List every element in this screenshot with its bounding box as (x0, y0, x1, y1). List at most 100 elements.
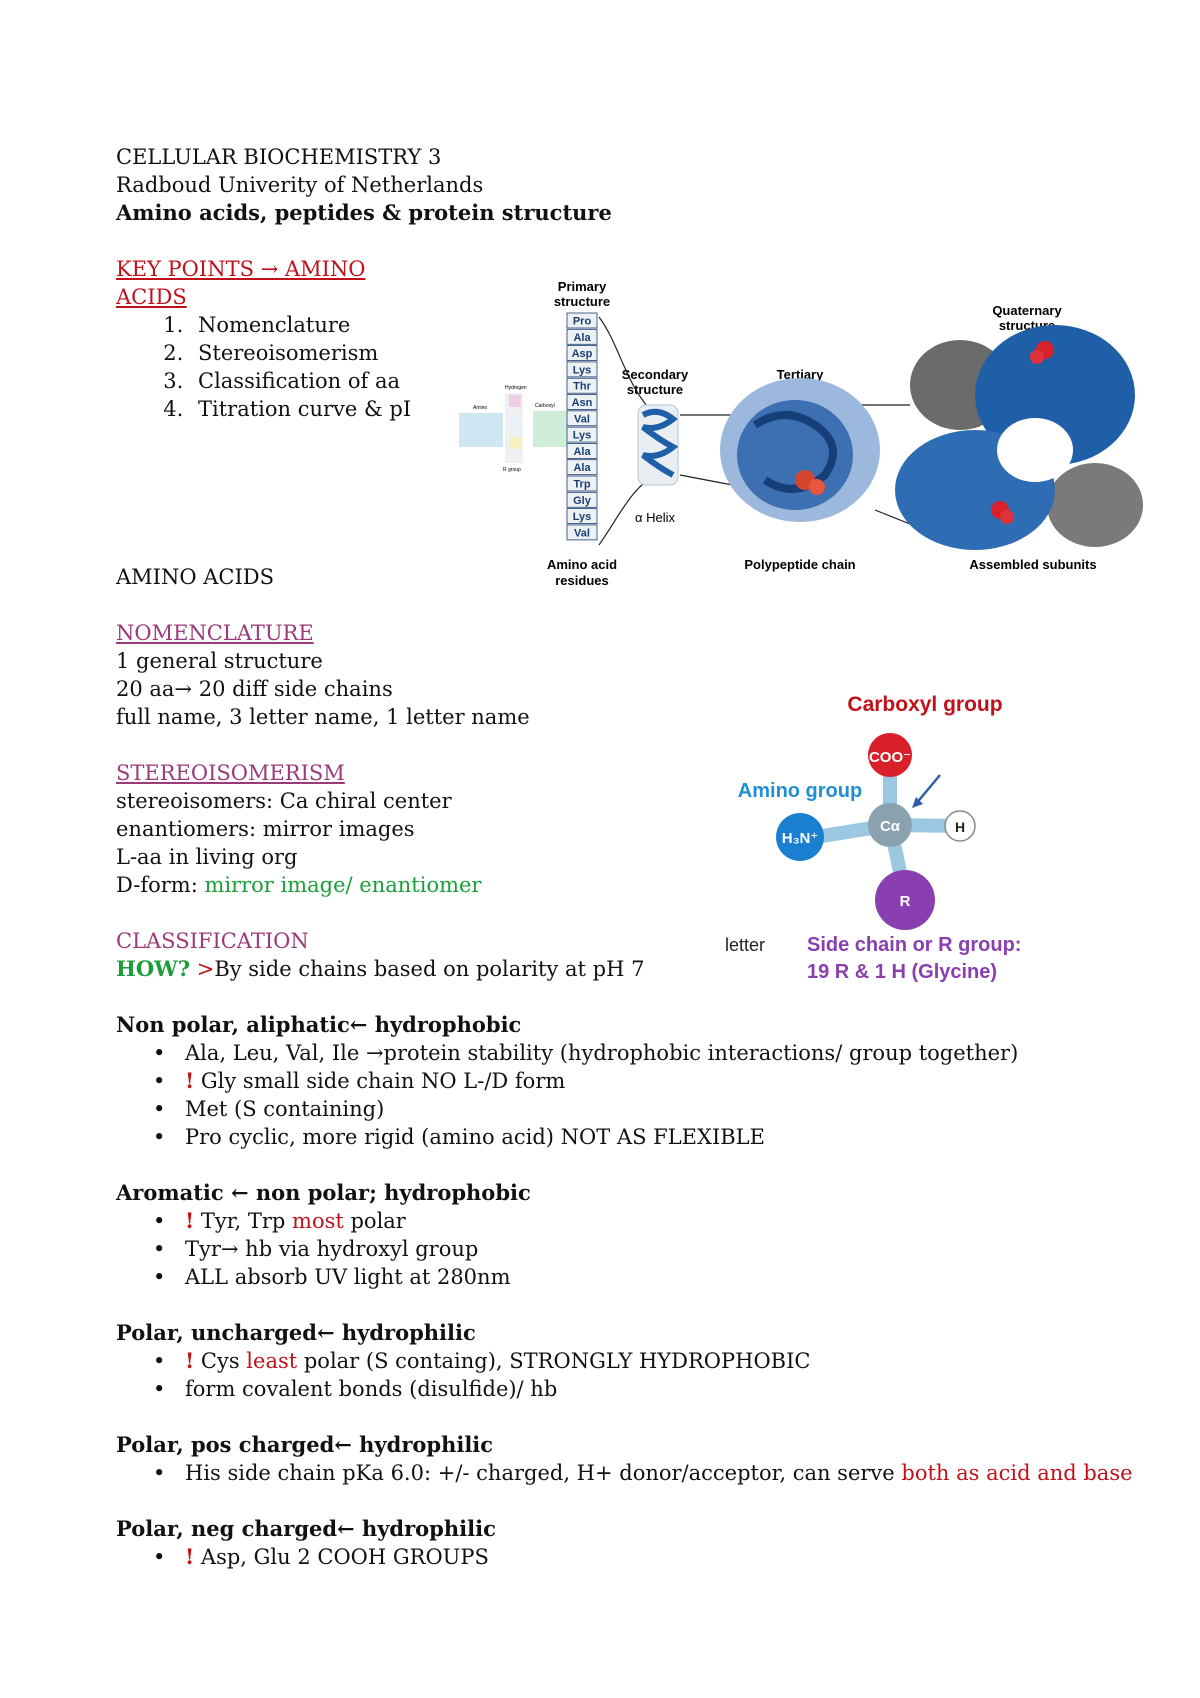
list-item-text: polar (343, 1209, 406, 1233)
amino-acid-structure-figure: Carboxyl group COO⁻ Amino group H₃N⁺ Cα … (725, 693, 1021, 983)
highlight-text: most (292, 1209, 344, 1233)
schematic-rgroup-label: R group (503, 467, 521, 473)
list-item: Met (S containing) (153, 1095, 1018, 1123)
secondary-label-2: structure (627, 382, 683, 397)
key-point-item: Nomenclature (190, 311, 411, 339)
list-item: ALL absorb UV light at 280nm (153, 1263, 511, 1291)
residue-label: Pro (573, 316, 592, 328)
schematic-carboxyl-label: Carboxyl (535, 403, 555, 409)
carboxyl-group-label: Carboxyl group (847, 693, 1002, 716)
schematic-hydrogen-label: Hydrogen (505, 385, 527, 391)
dform-line: D-form: mirror image/ enantiomer (116, 871, 481, 899)
schematic-amino-label: Amino (473, 405, 487, 411)
dform-prefix: D-form: (116, 873, 205, 897)
alpha-helix-graphic (637, 404, 679, 486)
stereo-line: stereoisomers: Ca chiral center (116, 789, 452, 813)
assembled-label: Assembled subunits (969, 557, 1096, 572)
residues-label: Amino acid (547, 557, 617, 572)
key-point-item: Stereoisomerism (190, 339, 411, 367)
warning-icon: ! (185, 1068, 195, 1093)
protein-structure-figure: Amino Hydrogen Carboxyl R group Primary … (459, 279, 1143, 588)
residue-box (566, 491, 598, 508)
amino-group-label: Amino group (738, 780, 862, 802)
list-item: Tyr→ hb via hydroxyl group (153, 1235, 510, 1263)
residue-box (566, 475, 598, 492)
residue-box (566, 377, 598, 394)
residue-box (566, 345, 598, 361)
classification-heading: CLASSIFICATION (116, 929, 309, 953)
list-item-text: Cys (200, 1349, 247, 1373)
list-item: Ala, Leu, Val, Ile →protein stability (h… (153, 1039, 1018, 1067)
stereo-heading: STEREOISOMERISM (116, 761, 345, 785)
residue-label: Val (574, 413, 590, 425)
uncharged-heading: Polar, uncharged← hydrophilic (116, 1320, 476, 1345)
polypeptide-label: Polypeptide chain (744, 557, 855, 572)
helix-label: α Helix (635, 510, 676, 525)
residue-box (566, 410, 598, 427)
nomenclature-heading: NOMENCLATURE (116, 621, 314, 645)
warning-icon: ! (185, 1208, 195, 1233)
classification-text: By side chains based on polarity at pH 7 (214, 957, 645, 981)
university-line: Radboud Univerity of Netherlands (116, 173, 484, 197)
aromatic-list: ! Tyr, Trp most polar Tyr→ hb via hydrox… (150, 1207, 511, 1291)
residues-label-2: residues (555, 573, 608, 588)
r-group-atom (875, 870, 935, 930)
residue-label: Trp (573, 479, 590, 491)
list-item: ! Asp, Glu 2 COOH GROUPS (153, 1543, 489, 1571)
residue-label: Ala (573, 462, 591, 474)
list-item: His side chain pKa 6.0: +/- charged, H+ … (153, 1459, 1133, 1487)
residue-label: Val (574, 527, 590, 539)
warning-icon: ! (185, 1348, 195, 1373)
primary-label: Primary (558, 279, 607, 294)
nonpolar-list: Ala, Leu, Val, Ile →protein stability (h… (150, 1039, 1018, 1151)
secondary-label: Secondary (622, 367, 689, 382)
list-item-text: Tyr, Trp (200, 1209, 293, 1233)
key-point-item: Titration curve & pI (190, 395, 411, 423)
letter-label: letter (725, 935, 765, 955)
side-chain-label-2: 19 R & 1 H (Glycine) (807, 961, 997, 983)
list-item: ! Gly small side chain NO L-/D form (153, 1067, 1018, 1095)
calpha-label: Cα (880, 818, 901, 835)
residue-label: Lys (573, 430, 592, 442)
arrow-icon (914, 774, 941, 806)
nomenclature-line: 20 aa→ 20 diff side chains (116, 677, 393, 701)
dform-highlight: mirror image/ enantiomer (204, 873, 482, 897)
list-item: ! Tyr, Trp most polar (153, 1207, 510, 1235)
carboxyl-atom (868, 733, 912, 777)
tertiary-label: Tertiary (777, 367, 824, 382)
residue-label: Asn (572, 397, 593, 409)
list-item-text: His side chain pKa 6.0: +/- charged, H+ … (185, 1461, 902, 1485)
neg-charged-heading: Polar, neg charged← hydrophilic (116, 1516, 496, 1541)
h-label: H (955, 819, 965, 835)
pos-charged-heading: Polar, pos charged← hydrophilic (116, 1432, 494, 1457)
course-title: CELLULAR BIOCHEMISTRY 3 (116, 145, 442, 169)
coo-label: COO⁻ (869, 749, 911, 766)
neg-charged-list: ! Asp, Glu 2 COOH GROUPS (150, 1543, 489, 1571)
residue-label: Thr (573, 381, 591, 393)
classification-line: HOW? >By side chains based on polarity a… (116, 955, 644, 983)
residue-label: Lys (573, 511, 592, 523)
highlight-text: both as acid and base (901, 1461, 1133, 1485)
quaternary-protein-graphic (895, 325, 1143, 550)
nomenclature-line: full name, 3 letter name, 1 letter name (116, 705, 530, 729)
aromatic-heading: Aromatic ← non polar; hydrophobic (116, 1180, 531, 1205)
amino-acid-schematic: Amino Hydrogen Carboxyl R group (459, 385, 567, 473)
gt-symbol: > (190, 957, 215, 981)
hydrogen-atom (944, 810, 976, 842)
residue-label: Ala (573, 446, 591, 458)
residue-box (566, 459, 598, 476)
list-item-text: Gly small side chain NO L-/D form (200, 1069, 566, 1093)
side-chain-label: Side chain or R group: (807, 934, 1021, 956)
list-item-text: polar (S containg), STRONGLY HYDROPHOBIC (297, 1349, 811, 1373)
list-item: form covalent bonds (disulfide)/ hb (153, 1375, 810, 1403)
list-item: Pro cyclic, more rigid (amino acid) NOT … (153, 1123, 1018, 1151)
residue-box (566, 312, 598, 329)
uncharged-list: ! Cys least polar (S containg), STRONGLY… (150, 1347, 811, 1403)
primary-label-2: structure (554, 294, 610, 309)
how-label: HOW? (116, 956, 191, 981)
nomenclature-line: 1 general structure (116, 649, 323, 673)
list-item: ! Cys least polar (S containg), STRONGLY… (153, 1347, 811, 1375)
residue-box (566, 328, 598, 345)
residue-box (566, 361, 598, 378)
nonpolar-heading: Non polar, aliphatic← hydrophobic (116, 1012, 522, 1037)
